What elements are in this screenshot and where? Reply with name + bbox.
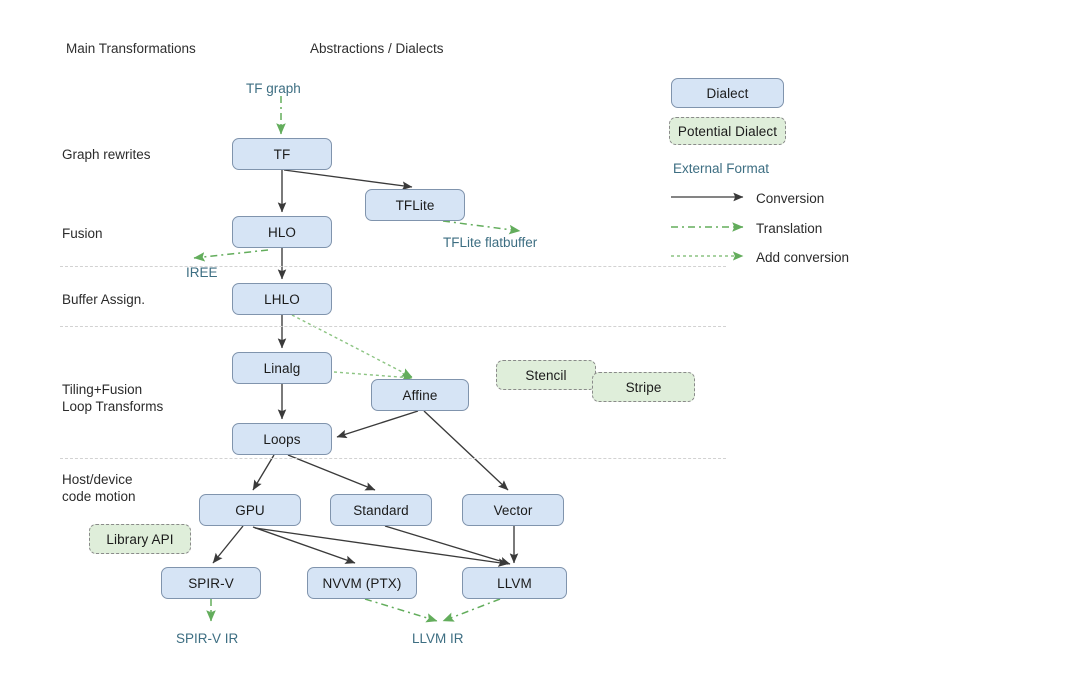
edge-gpu-spirv <box>212 525 244 564</box>
external-format-tflite-flatbuffer: TFLite flatbuffer <box>443 235 538 250</box>
edge-standard-llvm <box>384 525 511 566</box>
node-library-api[interactable]: Library API <box>89 524 191 554</box>
node-affine[interactable]: Affine <box>371 379 469 411</box>
edge-loops-gpu <box>252 454 275 491</box>
stage-separator <box>60 266 726 267</box>
external-format-llvm-ir: LLVM IR <box>412 631 464 646</box>
column-header-abstractions-dialects: Abstractions / Dialects <box>310 41 444 56</box>
stage-separator <box>60 458 726 459</box>
edge-nvvm-llvmir <box>364 598 438 623</box>
node-llvm[interactable]: LLVM <box>462 567 567 599</box>
stage-label-fusion: Fusion <box>62 226 103 241</box>
stage-label-loop-transforms: Loop Transforms <box>62 399 164 414</box>
node-tflite[interactable]: TFLite <box>365 189 465 221</box>
legend-external-format-label: External Format <box>673 161 770 176</box>
external-format-spirv-ir: SPIR-V IR <box>176 631 239 646</box>
external-format-iree: IREE <box>186 265 218 280</box>
edge-tflite-flatbuffer <box>442 220 521 235</box>
node-vector[interactable]: Vector <box>462 494 564 526</box>
node-spirv[interactable]: SPIR-V <box>161 567 261 599</box>
column-header-main-transformations: Main Transformations <box>66 41 196 56</box>
node-lhlo[interactable]: LHLO <box>232 283 332 315</box>
stage-label-buffer-assign: Buffer Assign. <box>62 292 146 307</box>
edge-affine-loops <box>336 410 419 439</box>
legend-dialect-box: Dialect <box>671 78 784 108</box>
node-loops[interactable]: Loops <box>232 423 332 455</box>
stage-separator <box>60 326 726 327</box>
node-gpu[interactable]: GPU <box>199 494 301 526</box>
edge-gpu-llvm <box>254 527 509 567</box>
stage-label-code-motion: code motion <box>62 489 136 504</box>
stage-label-graph-rewrites: Graph rewrites <box>62 147 151 162</box>
edge-tf-tflite <box>283 169 413 191</box>
node-stencil[interactable]: Stencil <box>496 360 596 390</box>
edge-loops-standard <box>287 454 376 491</box>
stage-label-host-device: Host/device <box>62 472 133 487</box>
node-linalg[interactable]: Linalg <box>232 352 332 384</box>
edge-affine-vector <box>423 410 509 491</box>
edge-hlo-iree <box>193 249 269 262</box>
legend-label-conversion: Conversion <box>756 191 825 206</box>
node-nvvm-ptx[interactable]: NVVM (PTX) <box>307 567 417 599</box>
legend-label-add-conversion: Add conversion <box>756 250 850 265</box>
node-hlo[interactable]: HLO <box>232 216 332 248</box>
external-format-tf-graph: TF graph <box>246 81 301 96</box>
stage-label-tiling-fusion: Tiling+Fusion <box>62 382 143 397</box>
edge-linalg-affine <box>333 371 413 382</box>
node-tf[interactable]: TF <box>232 138 332 170</box>
node-stripe[interactable]: Stripe <box>592 372 695 402</box>
legend-potential-dialect-box: Potential Dialect <box>669 117 786 145</box>
edge-llvm-llvmir <box>442 598 501 622</box>
edge-gpu-nvvm <box>252 526 356 564</box>
node-standard[interactable]: Standard <box>330 494 432 526</box>
legend-label-translation: Translation <box>756 221 823 236</box>
